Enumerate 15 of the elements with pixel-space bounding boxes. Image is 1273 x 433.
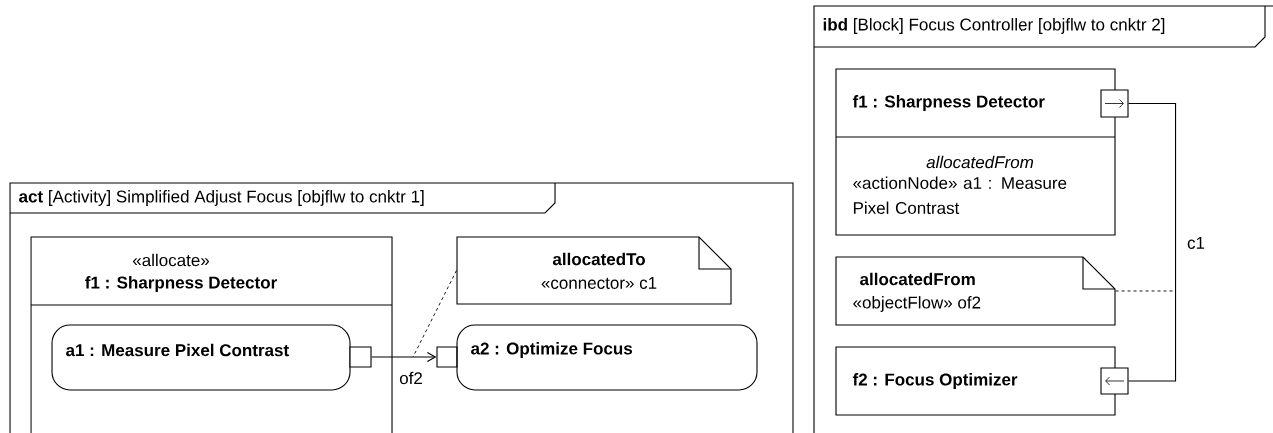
object-flow-arrow	[371, 351, 437, 363]
block: f1 : Sharpness Detector allocatedFrom «actionNode» a1 : Measure Pixel Contrast	[835, 68, 1116, 236]
action-node: a2 : Optimize Focus	[456, 324, 758, 391]
note: allocatedFrom «objectFlow» of2	[835, 256, 1116, 326]
leader-line	[412, 270, 457, 358]
edge-label: of2	[399, 371, 422, 385]
note: allocatedTo «connector» c1	[456, 236, 732, 305]
action-node: a1 : Measure Pixel Contrast	[51, 324, 351, 391]
flow-port	[1100, 89, 1129, 118]
edge-label: c1	[1187, 237, 1205, 249]
block: f2 : Focus Optimizer	[835, 346, 1116, 416]
connector-line	[1128, 102, 1177, 382]
input-pin	[436, 346, 458, 368]
output-pin	[349, 346, 372, 368]
flow-port	[1100, 367, 1129, 395]
